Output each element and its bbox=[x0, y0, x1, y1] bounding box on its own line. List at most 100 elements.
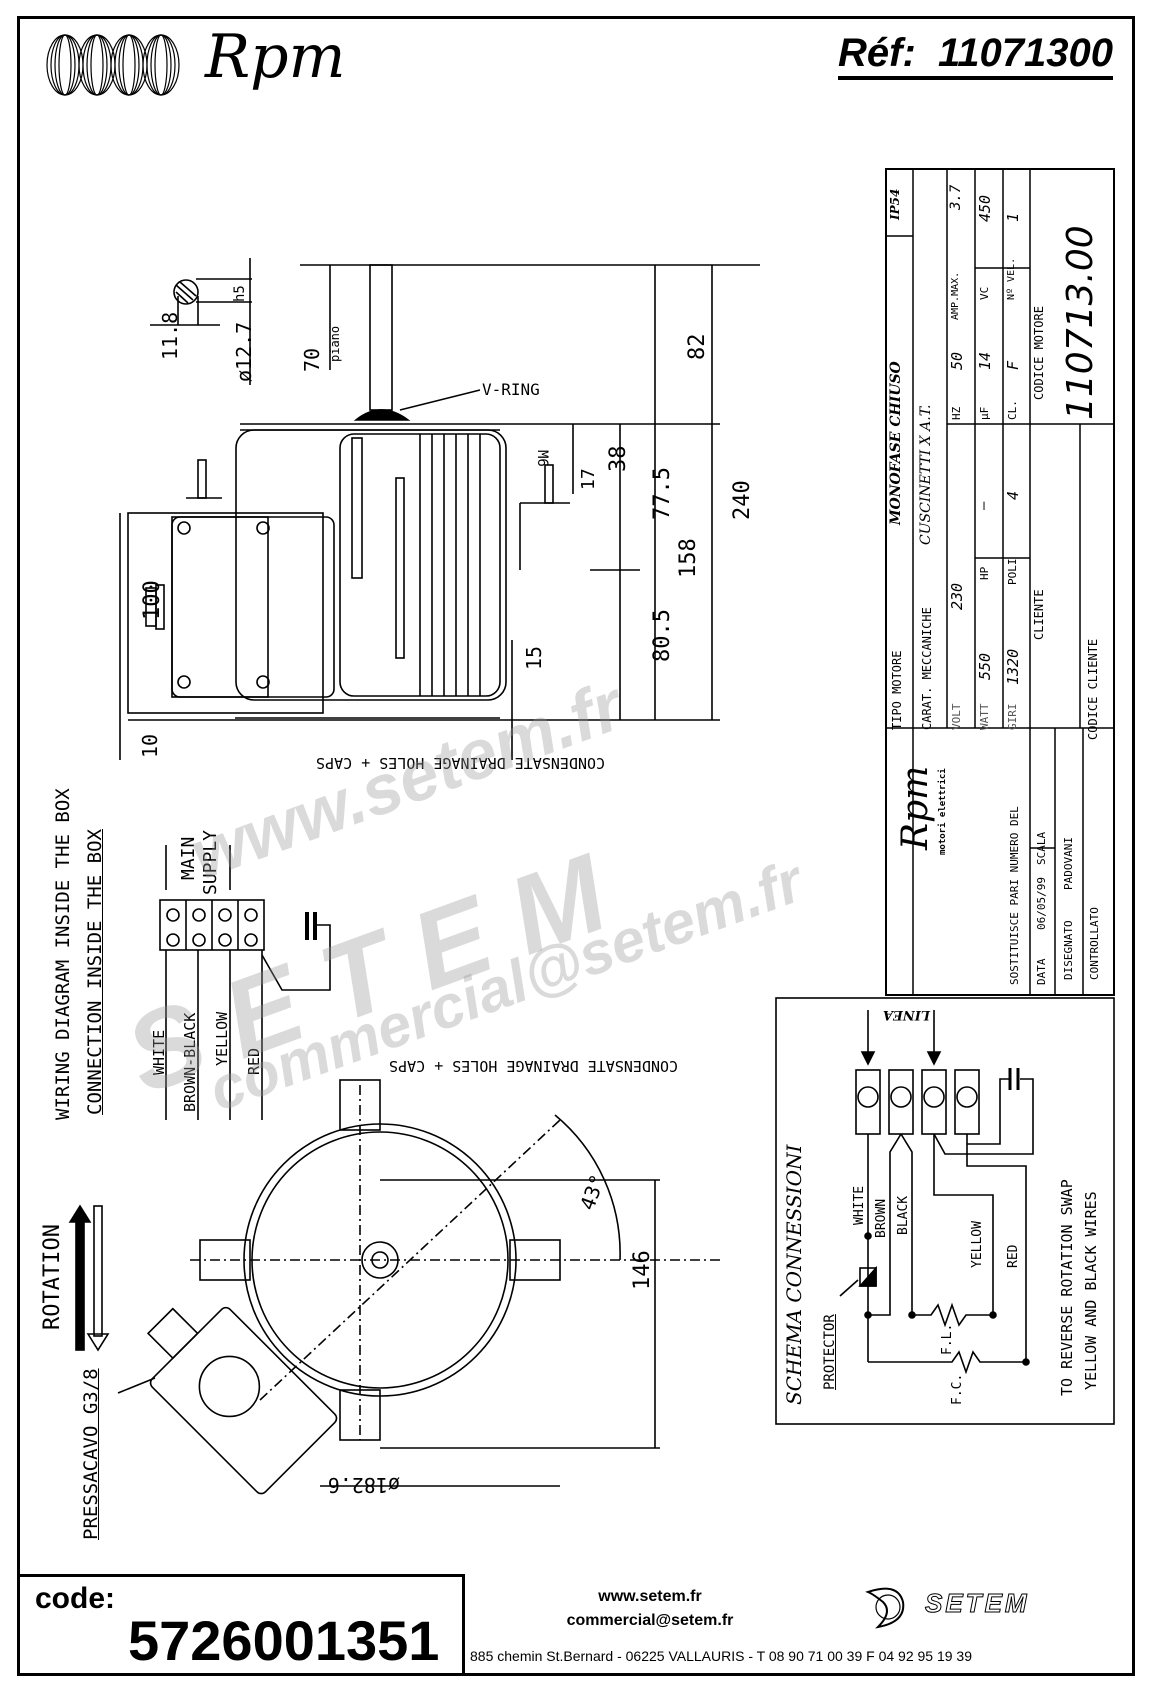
codice-motore-label: CODICE MOTORE bbox=[1032, 306, 1046, 400]
supply-label: SUPPLY bbox=[200, 829, 221, 895]
main-label: MAIN bbox=[178, 836, 199, 880]
dim-146: 146 bbox=[630, 1250, 655, 1290]
wire-red: RED bbox=[245, 1047, 263, 1075]
shaft-diameter-dim: ø12.7 bbox=[232, 321, 256, 382]
reference-label: Réf: bbox=[837, 31, 916, 75]
shaft-tolerance: h5 bbox=[232, 285, 248, 302]
giri-label: GIRI bbox=[1006, 703, 1019, 731]
schema-wire-white: WHITE bbox=[852, 1185, 867, 1225]
linea-label: LINEA bbox=[882, 1007, 930, 1022]
wire-brown-black: BROWN-BLACK bbox=[181, 1012, 199, 1112]
amp-label: AMP.MAX. bbox=[950, 271, 961, 320]
dim-10: 10 bbox=[138, 733, 162, 758]
code-box bbox=[17, 1574, 465, 1676]
dim-piano: piano bbox=[328, 325, 342, 362]
title-block-grid bbox=[885, 168, 1115, 996]
protector-label: PROTECTOR bbox=[822, 1314, 838, 1390]
watt-label: WATT bbox=[978, 703, 991, 731]
hz-value: 50 bbox=[948, 351, 966, 370]
dim-100: 100 bbox=[140, 580, 165, 620]
codice-cliente-label: CODICE CLIENTE bbox=[1086, 638, 1100, 740]
codice-motore-value: 110713.00 bbox=[1060, 225, 1101, 420]
hp-label: HP bbox=[978, 566, 991, 580]
vc-value: 450 bbox=[976, 194, 994, 222]
footer-website[interactable]: www.setem.fr bbox=[598, 1588, 702, 1605]
footer-email[interactable]: commercial@setem.fr bbox=[566, 1612, 734, 1629]
controllato-label: CONTROLLATO bbox=[1088, 907, 1101, 980]
data-value: 06/05/99 bbox=[1035, 877, 1048, 930]
dim-182-6: ø182.6 bbox=[327, 1473, 400, 1497]
code-label: code: bbox=[35, 1582, 116, 1615]
title-block bbox=[885, 168, 1115, 996]
setem-logo-text: SETEM bbox=[925, 1588, 1030, 1619]
cl-value: F bbox=[1004, 360, 1022, 370]
dim-77-5: 77.5 bbox=[650, 467, 675, 520]
dim-80-5: 80.5 bbox=[650, 609, 675, 662]
dim-17: 17 bbox=[578, 468, 599, 490]
setem-globe-icon bbox=[865, 1587, 905, 1629]
schema-wire-yellow: YELLOW bbox=[970, 1221, 985, 1268]
scala-label: SCALA bbox=[1035, 831, 1048, 865]
uf-label: µF bbox=[978, 406, 991, 420]
cliente-label: CLIENTE bbox=[1032, 589, 1046, 640]
footer-address: 885 chemin St.Bernard - 06225 VALLAURIS … bbox=[470, 1648, 972, 1664]
disegnato-label: DISEGNATO bbox=[1062, 920, 1075, 980]
volt-value: 230 bbox=[948, 582, 966, 610]
vc-label: VC bbox=[978, 286, 991, 300]
dim-158: 158 bbox=[676, 538, 701, 578]
schema-wire-red: RED bbox=[1006, 1244, 1021, 1268]
rotation-label: ROTATION bbox=[40, 1224, 65, 1330]
dim-m6: M6 bbox=[534, 450, 550, 467]
ip-rating: IP54 bbox=[888, 188, 902, 220]
cl-label: CL. bbox=[1006, 400, 1019, 420]
reverse-note-2: YELLOW AND BLACK WIRES bbox=[1082, 1191, 1100, 1390]
hp-value: — bbox=[976, 501, 992, 510]
fc-label: F.C. bbox=[950, 1373, 965, 1405]
nvel-label: Nº VEL. bbox=[1006, 257, 1017, 300]
carat-label: CARAT. MECCANICHE bbox=[920, 607, 934, 730]
poli-value: 4 bbox=[1004, 490, 1022, 500]
dim-15: 15 bbox=[522, 645, 546, 670]
giri-value: 1320 bbox=[1004, 648, 1022, 685]
schema-wire-brown: BROWN bbox=[874, 1198, 889, 1238]
title-block-rpm-sub: motori elettrici bbox=[938, 768, 948, 855]
volt-label: VOLT bbox=[950, 703, 963, 731]
reverse-note-1: TO REVERSE ROTATION SWAP bbox=[1058, 1179, 1076, 1396]
disegnato-value: PADOVANI bbox=[1062, 837, 1075, 890]
fl-label: F.L. bbox=[940, 1323, 955, 1355]
watt-value: 550 bbox=[976, 652, 994, 680]
amp-value: 3.7 bbox=[948, 184, 964, 210]
wire-yellow: YELLOW bbox=[213, 1011, 231, 1066]
brand-logo-text: Rpm bbox=[205, 22, 346, 92]
dim-38: 38 bbox=[606, 445, 631, 473]
schema-title: SCHEMA CONNESSIONI bbox=[782, 1144, 806, 1405]
code-value: 5726001351 bbox=[128, 1609, 440, 1672]
schema-wire-black: BLACK bbox=[896, 1195, 911, 1235]
shaft-section bbox=[173, 279, 199, 305]
title-block-rpm-logo: Rpm bbox=[895, 765, 936, 850]
dim-82: 82 bbox=[685, 333, 710, 361]
tipo-motore-value: MONOFASE CHIUSO bbox=[888, 361, 904, 525]
v-ring-label: V-RING bbox=[482, 380, 540, 399]
reference-value: 11071300 bbox=[938, 31, 1113, 75]
drawing-frame bbox=[17, 16, 1135, 1676]
side-drainage-label: CONDENSATE DRAINAGE HOLES + CAPS bbox=[316, 754, 605, 772]
shaft-flat-dim: 11.8 bbox=[158, 311, 182, 360]
sostituisce-label: SOSTITUISCE PARI NUMERO DEL bbox=[1008, 806, 1021, 985]
carat-value: CUSCINETTI X A.T. bbox=[918, 404, 934, 545]
connection-title: CONNECTION INSIDE THE BOX bbox=[84, 829, 106, 1115]
cable-gland-label: PRESSACAVO G3/8 bbox=[80, 1368, 102, 1540]
wire-white: WHITE bbox=[150, 1029, 168, 1075]
nvel-value: 1 bbox=[1004, 212, 1022, 222]
dim-240: 240 bbox=[730, 480, 755, 520]
reference-number: Réf: 11071300 bbox=[837, 30, 1113, 80]
front-drainage-label: CONDENSATE DRAINAGE HOLES + CAPS bbox=[389, 1057, 678, 1075]
uf-value: 14 bbox=[976, 351, 994, 370]
hz-label: HZ bbox=[950, 406, 963, 420]
wiring-diagram-title: WIRING DIAGRAM INSIDE THE BOX bbox=[52, 788, 74, 1120]
tipo-motore-label: TIPO MOTORE bbox=[890, 650, 904, 730]
rpm-coil-logo-icon bbox=[46, 34, 180, 96]
dim-70: 70 bbox=[300, 347, 324, 372]
poli-label: POLI bbox=[1006, 558, 1019, 586]
